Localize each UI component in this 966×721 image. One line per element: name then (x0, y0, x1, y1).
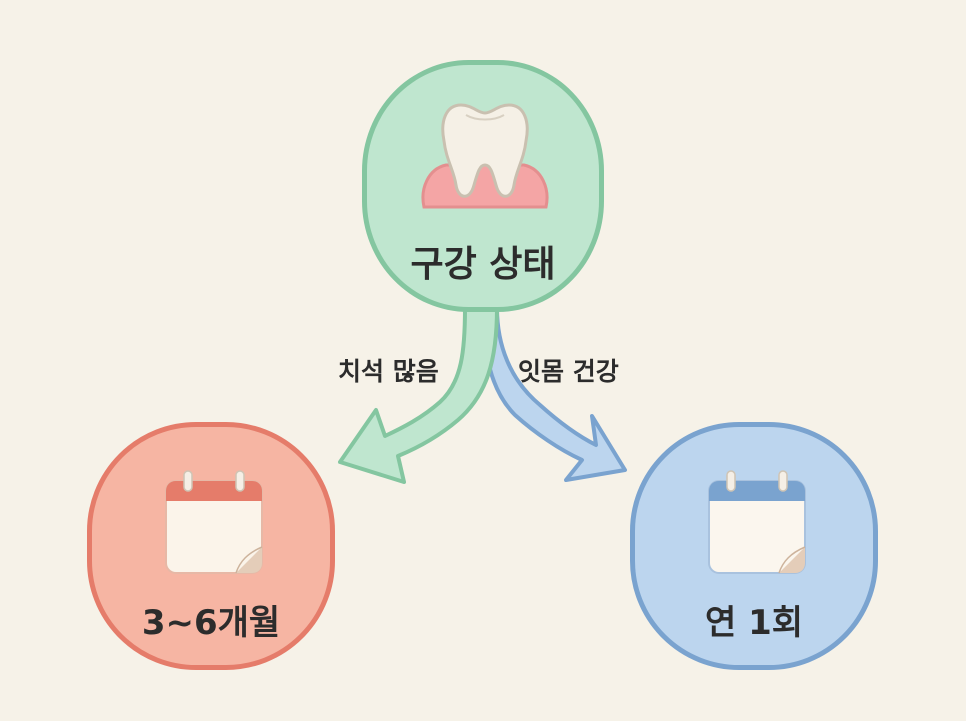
node-once-a-year-label: 연 1회 (704, 603, 804, 643)
node-once-a-year: 연 1회 (630, 422, 878, 670)
edge-label-tartar-heavy: 치석 많음 (338, 357, 439, 386)
arrow-tartar-heavy (338, 306, 499, 484)
node-oral-condition-label: 구강 상태 (410, 244, 556, 285)
node-every-3-6-months: 3~6개월 (87, 422, 335, 670)
edge-label-gum-health: 잇몸 건강 (518, 357, 619, 386)
node-every-3-6-months-label: 3~6개월 (141, 603, 281, 643)
node-oral-condition: 구강 상태 (362, 60, 604, 312)
calendar-icon (708, 470, 806, 574)
calendar-icon (165, 470, 263, 574)
tooth-icon (421, 103, 549, 209)
arrow-gum-health (481, 306, 627, 482)
